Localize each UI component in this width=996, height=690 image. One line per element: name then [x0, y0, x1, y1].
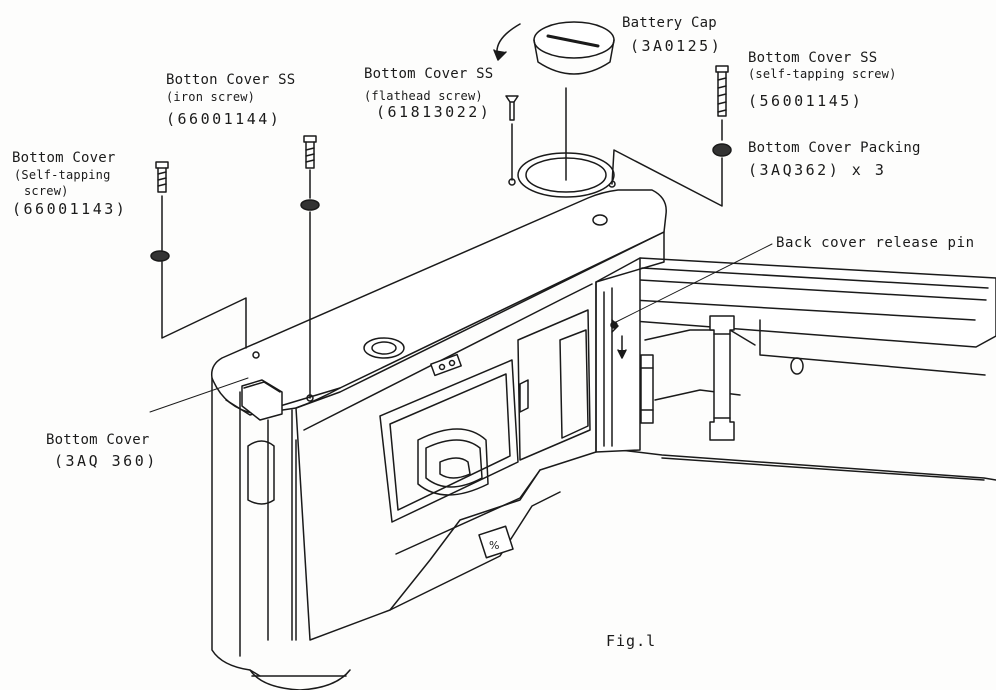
cover-ss-self-label: Bottom Cover SS: [748, 50, 878, 66]
battery-cap-part: [493, 21, 615, 181]
cover-ss-flat-label: Bottom Cover SS: [364, 66, 494, 82]
cover-ss-flat-part-number: (61813022): [376, 103, 492, 121]
camera-body: %: [210, 152, 667, 690]
door-hole: [790, 357, 804, 375]
leader-lines: [149, 243, 773, 413]
battery-cap-part-number: (3A0125): [630, 37, 723, 55]
bottom-cover-screw-label: Bottom Cover: [12, 150, 116, 166]
release-pin-label: Back cover release pin: [776, 235, 975, 251]
cover-ss-self-note: (self-tapping screw): [748, 67, 897, 81]
screw-self-tapping-right: [611, 65, 732, 207]
screw-iron: [300, 135, 320, 399]
figure-caption: Fig.l: [606, 632, 657, 650]
bottom-cover-part-number: (3AQ 360): [54, 452, 158, 470]
film-roller: [709, 315, 735, 441]
cover-ss-iron-part-number: (66001144): [166, 110, 282, 128]
cover-ss-iron-label: Botton Cover SS: [166, 72, 296, 88]
bottom-cover-screw-part-number: (66001143): [12, 200, 128, 218]
cover-ss-self-part-number: (56001145): [748, 92, 864, 110]
bottom-cover-label: Bottom Cover: [46, 432, 150, 448]
battery-cap-label: Battery Cap: [622, 15, 717, 31]
screw-flathead: [505, 95, 519, 181]
cover-ss-flat-note: (flathead screw): [364, 89, 483, 103]
packing-label: Bottom Cover Packing: [748, 140, 921, 156]
bottom-cover-screw-note-2: screw): [24, 184, 69, 198]
screw-bottom-cover-self: [150, 161, 247, 349]
bottom-cover-screw-note-1: (Self-tapping: [14, 168, 111, 182]
svg-text:%: %: [489, 539, 499, 552]
cover-ss-iron-note: (iron screw): [166, 90, 256, 104]
packing-part-number: (3AQ362) x 3: [748, 161, 887, 179]
